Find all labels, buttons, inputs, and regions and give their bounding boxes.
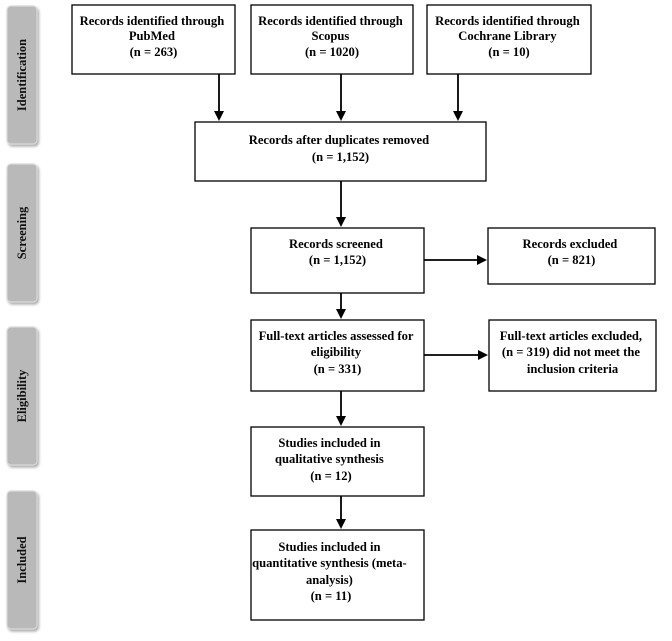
- box-screened-line-2: (n = 1,152): [309, 253, 366, 267]
- box-fulltext-excluded-line-2: (n = 319) did not meet the: [502, 345, 640, 359]
- box-fulltext-assessed: Full-text articles assessed for eligibil…: [250, 319, 425, 392]
- box-cochrane: Records identified through Cochrane Libr…: [426, 4, 592, 75]
- box-quantitative-line-1: Studies included in: [278, 540, 380, 554]
- box-cochrane-line-2: Cochrane Library: [458, 29, 557, 43]
- box-scopus-line-2: Scopus: [312, 29, 350, 43]
- stage-screening-label: Screening: [15, 206, 29, 259]
- flow-arrows: [214, 74, 488, 529]
- box-quantitative-line-3: analysis): [306, 573, 353, 587]
- box-qualitative-line-2: qualitative synthesis: [275, 452, 384, 466]
- box-fulltext-line-1: Full-text articles assessed for: [259, 329, 414, 343]
- box-pubmed: Records identified through PubMed (n = 2…: [71, 4, 236, 75]
- arrow-qualitative-to-quantitative: [336, 496, 346, 529]
- svg-text:Full-text articles excluded,: Full-text articles excluded, (n = 319) d…: [500, 329, 646, 376]
- box-screened-line-1: Records screened: [289, 237, 383, 251]
- stage-identification-label: Identification: [15, 39, 29, 111]
- box-records-excluded: Records excluded (n = 821): [487, 227, 656, 285]
- box-fulltext-line-2: eligibility: [311, 345, 362, 359]
- box-excluded-line-1: Records excluded: [523, 237, 618, 251]
- box-quantitative-line-4: (n = 11): [311, 589, 352, 603]
- arrow-fulltext-to-fulltext-excluded: [424, 350, 488, 360]
- box-quantitative-synthesis: Studies included in quantitative synthes…: [250, 529, 425, 621]
- arrow-pubmed-to-duplicates: [214, 74, 224, 121]
- box-cochrane-line-1: Records identified through: [435, 14, 580, 28]
- arrow-fulltext-to-qualitative: [336, 391, 346, 426]
- svg-text:Records after duplicates remov: Records after duplicates removed (n = 1,…: [249, 133, 433, 164]
- box-pubmed-line-3: (n = 263): [130, 45, 178, 59]
- box-scopus-line-1: Records identified through: [258, 14, 403, 28]
- svg-text:Records excluded (n = 82: Records excluded (n = 821): [523, 237, 621, 267]
- box-pubmed-line-1: Records identified through: [80, 14, 225, 28]
- box-duplicates-line-1: Records after duplicates removed: [249, 133, 429, 147]
- svg-text:Records identified through: Records identified through Cochrane Libr…: [435, 14, 583, 59]
- stage-eligibility: Eligibility: [6, 326, 38, 466]
- box-quantitative-line-2: quantitative synthesis (meta-: [252, 556, 407, 570]
- svg-text:Studies included in qual: Studies included in qualitative synthesi…: [275, 436, 387, 483]
- arrow-cochrane-to-duplicates: [453, 74, 463, 121]
- arrow-scopus-to-duplicates: [336, 74, 346, 121]
- svg-text:Records identified through: Records identified through Scopus (n = 1…: [258, 14, 406, 59]
- svg-text:Records screened (n = 1,: Records screened (n = 1,152): [289, 237, 386, 267]
- arrow-duplicates-to-screened: [336, 181, 346, 227]
- box-qualitative-line-3: (n = 12): [310, 469, 351, 483]
- box-records-screened: Records screened (n = 1,152): [250, 227, 425, 294]
- svg-text:Full-text articles assessed fo: Full-text articles assessed for eligibil…: [259, 329, 417, 376]
- box-fulltext-excluded: Full-text articles excluded, (n = 319) d…: [488, 319, 657, 392]
- box-fulltext-excluded-line-1: Full-text articles excluded,: [500, 329, 642, 343]
- svg-text:Studies included in quan: Studies included in quantitative synthes…: [252, 540, 410, 603]
- box-cochrane-line-3: (n = 10): [488, 45, 529, 59]
- arrow-screened-to-excluded: [424, 255, 487, 265]
- box-duplicates-line-2: (n = 1,152): [312, 150, 369, 164]
- box-excluded-line-2: (n = 821): [548, 253, 596, 267]
- box-qualitative-line-1: Studies included in: [278, 436, 380, 450]
- box-scopus: Records identified through Scopus (n = 1…: [250, 4, 414, 75]
- arrow-screened-to-fulltext: [336, 293, 346, 319]
- stage-identification: Identification: [6, 5, 38, 145]
- stage-included-label: Included: [15, 536, 29, 583]
- box-qualitative-synthesis: Studies included in qualitative synthesi…: [250, 426, 425, 497]
- stage-eligibility-label: Eligibility: [15, 369, 29, 423]
- box-scopus-line-3: (n = 1020): [305, 45, 359, 59]
- svg-text:Records identified through: Records identified through PubMed (n = 2…: [80, 14, 228, 59]
- stage-included: Included: [6, 490, 38, 630]
- box-fulltext-excluded-line-3: inclusion criteria: [527, 362, 619, 376]
- box-fulltext-line-3: (n = 331): [314, 362, 362, 376]
- box-duplicates-removed: Records after duplicates removed (n = 1,…: [194, 121, 487, 182]
- stage-screening: Screening: [6, 163, 38, 303]
- box-pubmed-line-2: PubMed: [129, 29, 175, 43]
